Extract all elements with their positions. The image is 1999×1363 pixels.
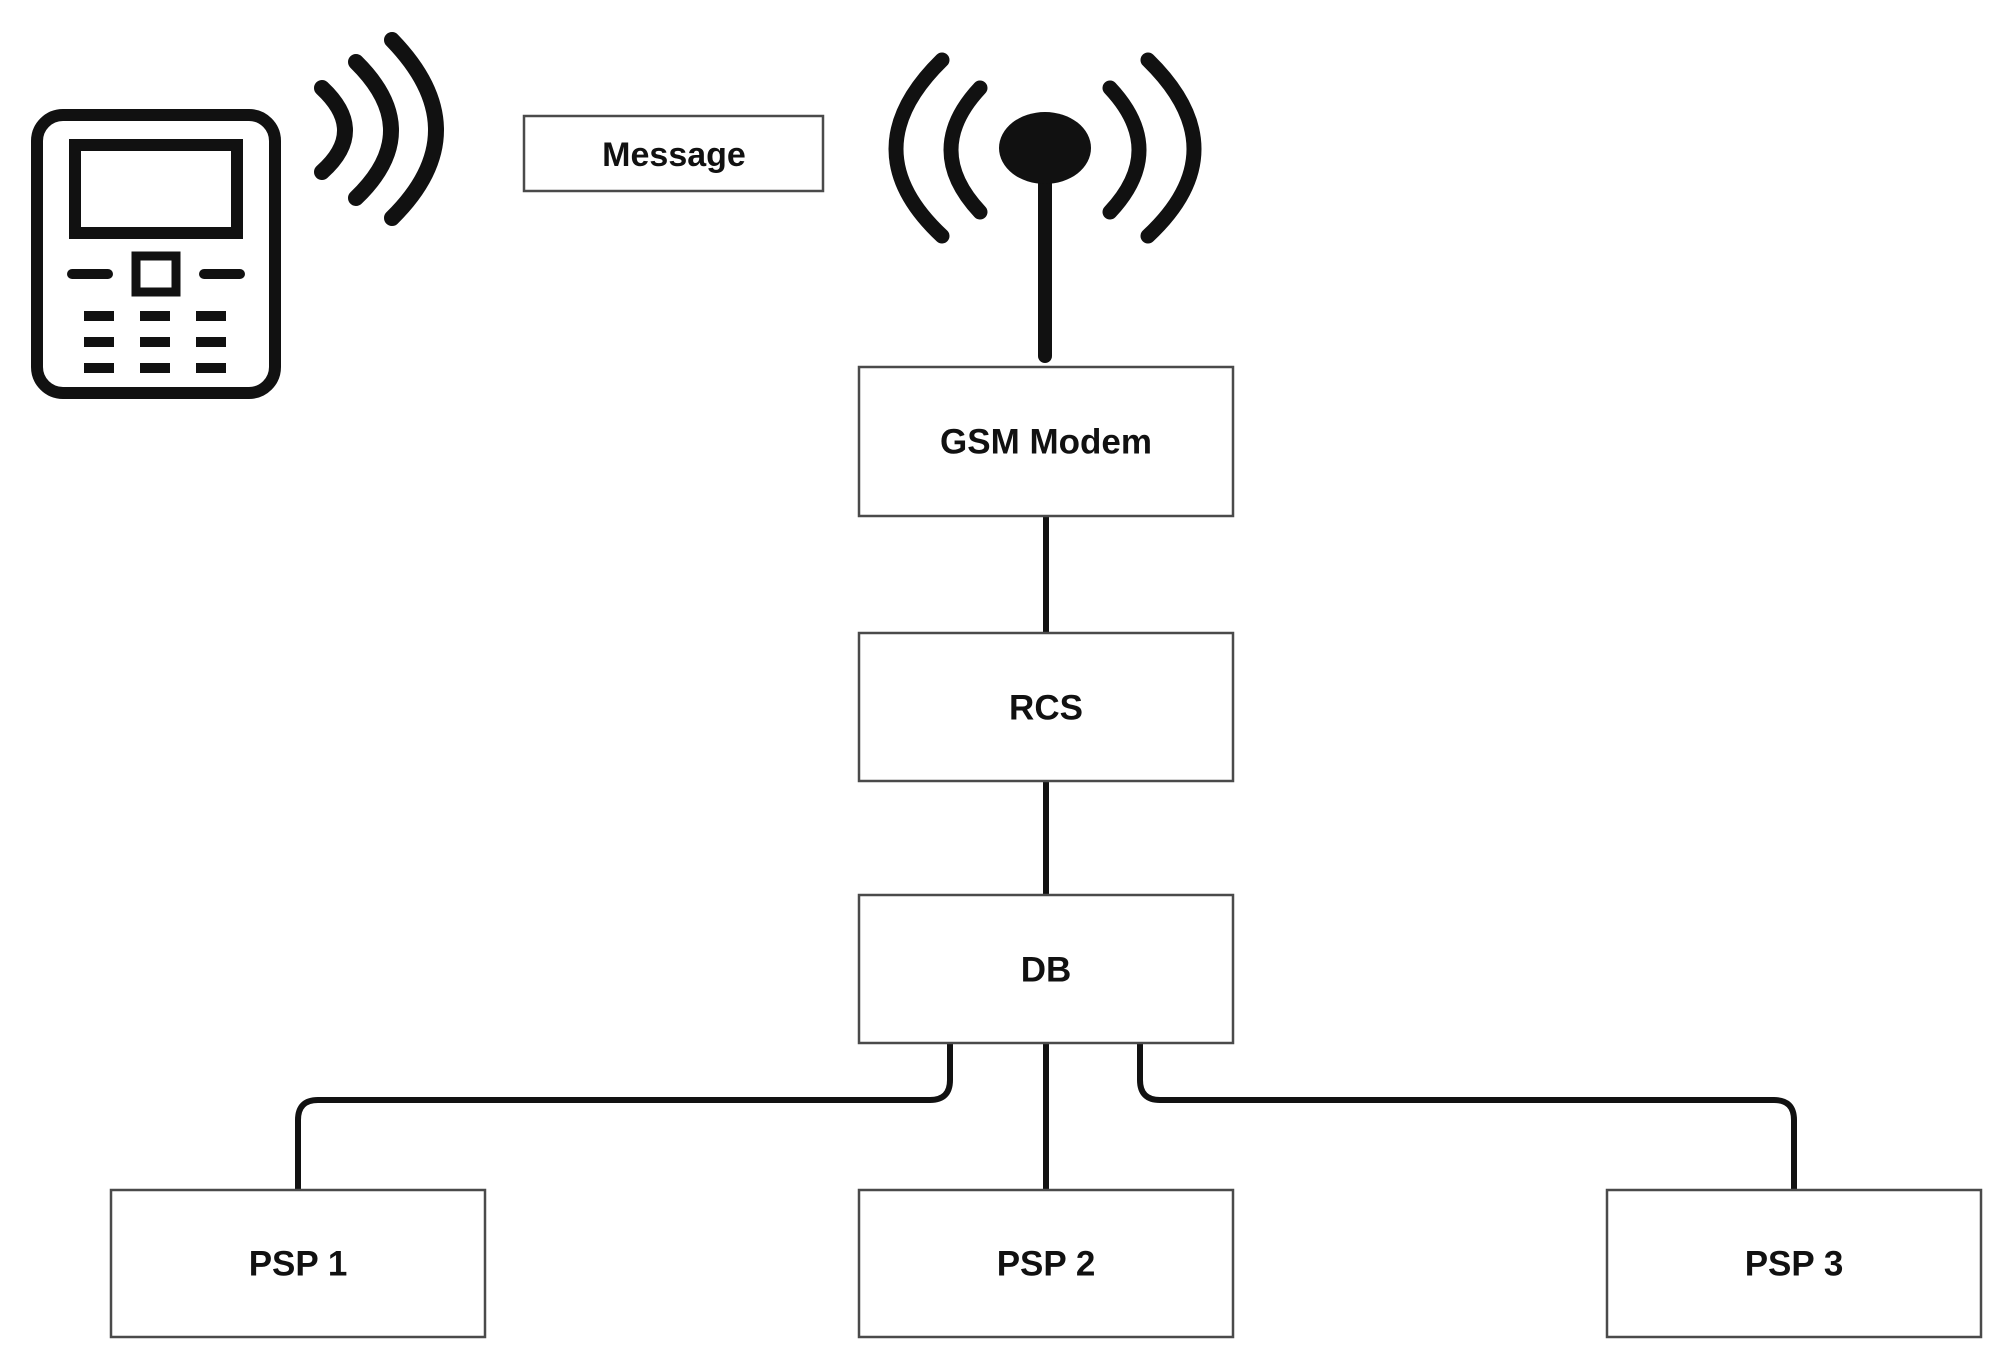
node-psp1: PSP 1 [109,1188,487,1339]
message-label: Message [602,136,746,174]
node-rcs-label: RCS [1009,689,1083,728]
node-db-label: DB [1021,951,1072,990]
node-psp3: PSP 3 [1605,1188,1983,1339]
node-gsm-modem-label: GSM Modem [940,423,1152,462]
node-gsm-modem: GSM Modem [857,365,1235,518]
node-psp1-label: PSP 1 [249,1245,348,1284]
node-psp3-label: PSP 3 [1745,1245,1844,1284]
node-rcs: RCS [857,631,1235,783]
connector-lines [295,513,1797,1193]
mobile-phone-icon [31,109,281,399]
edge-db-psp1 [295,1040,953,1193]
edge-db-psp3 [1137,1040,1797,1193]
node-db: DB [857,893,1235,1045]
message-box: Message [522,114,825,193]
node-psp2: PSP 2 [857,1188,1235,1339]
antenna-tower-icon [888,52,1202,363]
node-psp2-label: PSP 2 [997,1245,1096,1284]
signal-waves-icon [314,32,444,226]
